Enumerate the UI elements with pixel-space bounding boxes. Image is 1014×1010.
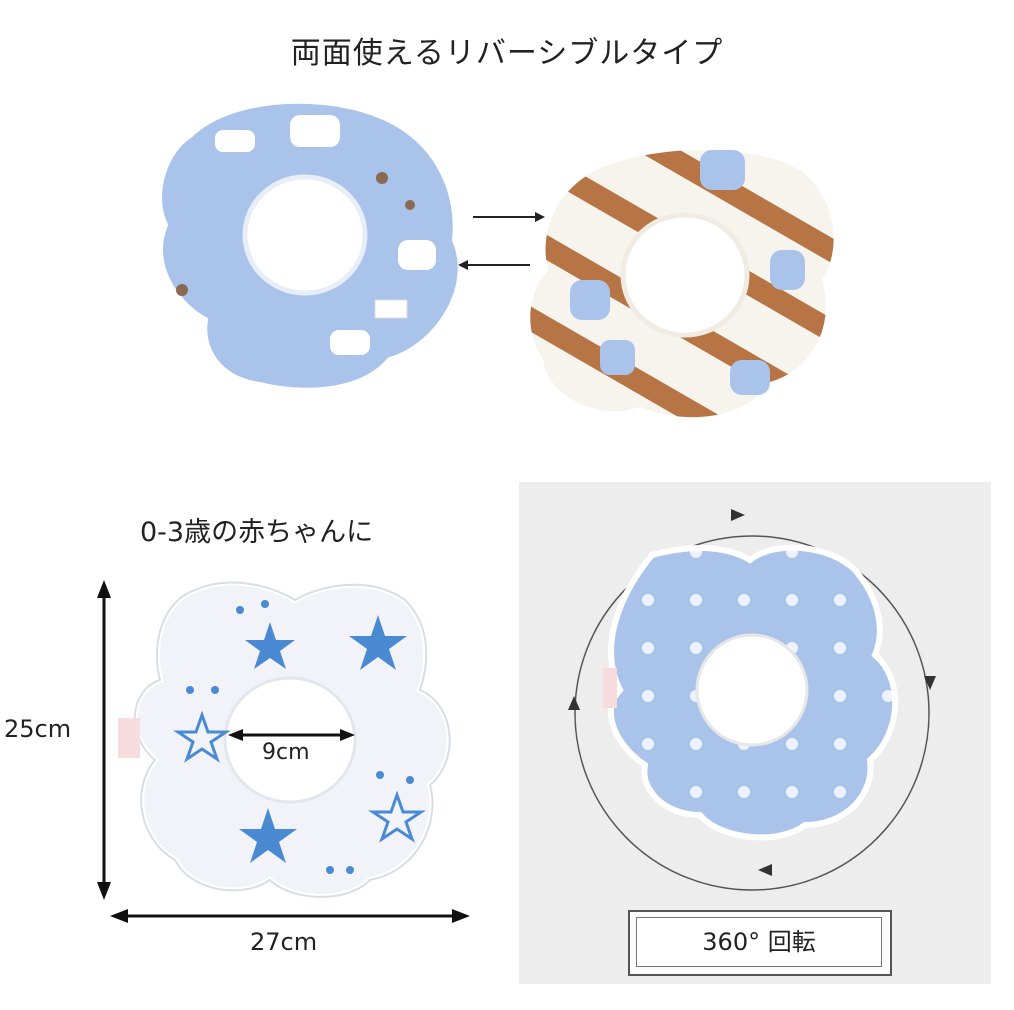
width-arrow [110,909,470,923]
reverse-arrows [458,212,545,270]
neck-width-label: 9cm [262,740,310,765]
neck-width-arrow [228,729,355,741]
height-label: 25cm [4,715,72,743]
rotation-badge: 360° 回転 [636,917,882,967]
bib-blue-alpaca [156,97,464,394]
width-label: 27cm [250,928,318,956]
height-arrow [97,580,111,900]
bib-stars [118,579,453,900]
age-caption: 0-3歳の赤ちゃんに [140,517,374,548]
bib-rotating-dots [568,509,936,891]
bib-striped-alpaca [524,143,840,424]
page-title: 両面使えるリバーシブルタイプ [290,36,724,71]
